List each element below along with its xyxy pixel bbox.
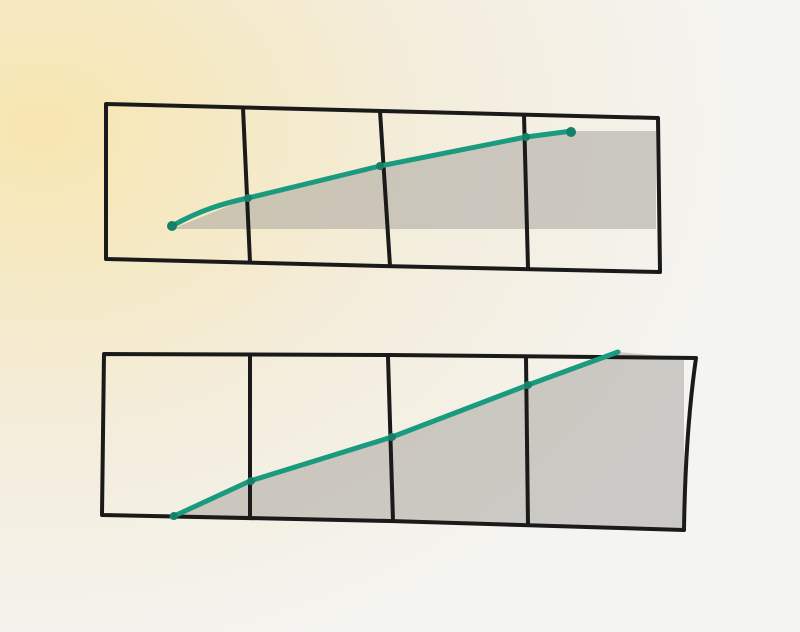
bottom-point	[170, 512, 178, 520]
top-point	[522, 133, 530, 141]
top-panel	[104, 102, 662, 274]
top-divider-2	[378, 110, 392, 267]
bottom-shaded-area	[172, 352, 684, 528]
top-point	[167, 221, 177, 231]
bottom-point	[247, 477, 255, 485]
bottom-panel	[100, 349, 698, 532]
top-shaded-area	[172, 131, 656, 229]
bottom-point	[388, 433, 396, 441]
top-point	[566, 127, 576, 137]
bottom-point	[524, 381, 532, 389]
top-point	[376, 162, 384, 170]
top-point	[244, 194, 252, 202]
top-divider-1	[241, 107, 252, 263]
top-trend-line	[169, 128, 575, 229]
bottom-frame	[100, 352, 698, 532]
